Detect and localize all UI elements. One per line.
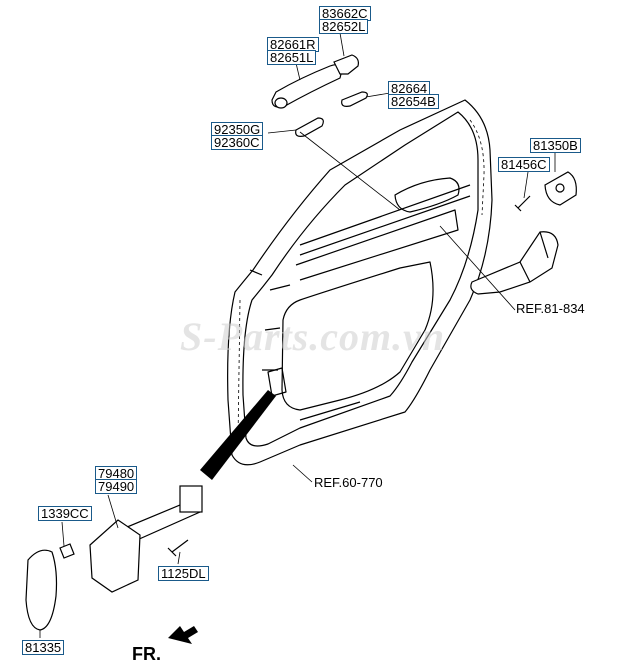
handle-cover-cap — [333, 54, 359, 75]
part-label-81456C: 81456C — [498, 157, 550, 172]
lock-assembly-detail — [519, 231, 549, 283]
part-label-82652L: 82652L — [319, 19, 369, 34]
checker-nut — [59, 543, 75, 559]
door-trim-dash-2 — [237, 299, 241, 441]
door-window-belt-rail — [295, 209, 459, 281]
part-label-1339CC: 1339CC — [38, 506, 92, 521]
inner-handle-recess — [394, 177, 460, 213]
door-checker-stopper — [179, 485, 203, 513]
part-label-82661R: 82661R — [267, 37, 319, 52]
door-outer-frame — [227, 99, 493, 466]
checker-cover — [25, 549, 58, 631]
part-label-83662C: 83662C — [319, 6, 371, 21]
leader-handle-to-door — [299, 131, 401, 211]
door-checker-body — [89, 519, 141, 593]
checker-bolt — [167, 539, 189, 557]
part-label-82654B: 82654B — [388, 94, 439, 109]
door-window-belt — [299, 184, 471, 256]
front-direction-arrow — [168, 626, 198, 644]
leader-81456C — [523, 171, 529, 199]
handle-pad — [295, 117, 324, 137]
leader-ref-81-834 — [439, 225, 516, 311]
leader-79480 — [107, 494, 119, 529]
part-label-81350B: 81350B — [530, 138, 581, 153]
door-lock-assembly — [470, 231, 559, 295]
leader-82664 — [365, 92, 391, 98]
front-direction-label: FR. — [132, 644, 161, 664]
leader-1125DL — [177, 551, 181, 565]
leader-92350G — [267, 129, 297, 134]
part-label-82651L: 82651L — [267, 50, 317, 65]
door-trim-dash-1 — [469, 119, 485, 216]
ref-label-81-834: REF.81-834 — [516, 301, 585, 316]
watermark: S-Parts.com.vn — [180, 314, 446, 359]
door-inner-opening — [281, 261, 434, 411]
ref-label-60-770: REF.60-770 — [314, 475, 383, 490]
checker-link-strip — [200, 390, 276, 480]
leader-ref-60-770 — [292, 464, 313, 483]
leader-82661R — [295, 62, 301, 81]
door-inner-frame — [242, 111, 479, 447]
part-label-82664: 82664 — [388, 81, 431, 96]
leader-1339CC — [61, 521, 65, 547]
part-label-79480: 79480 — [95, 466, 138, 481]
part-label-81335: 81335 — [22, 640, 65, 655]
striker-hole — [555, 183, 565, 193]
handle-gasket — [341, 91, 368, 107]
part-label-92360C: 92360C — [211, 135, 263, 150]
outside-handle-end — [274, 97, 288, 109]
part-label-79490: 79490 — [95, 479, 138, 494]
door-latch-area — [267, 367, 287, 397]
leader-83662C — [339, 32, 345, 57]
door-panel-ribs — [249, 269, 361, 421]
part-label-1125DL: 1125DL — [158, 566, 209, 581]
part-label-92350G: 92350G — [211, 122, 264, 137]
striker-bolt — [514, 195, 531, 212]
